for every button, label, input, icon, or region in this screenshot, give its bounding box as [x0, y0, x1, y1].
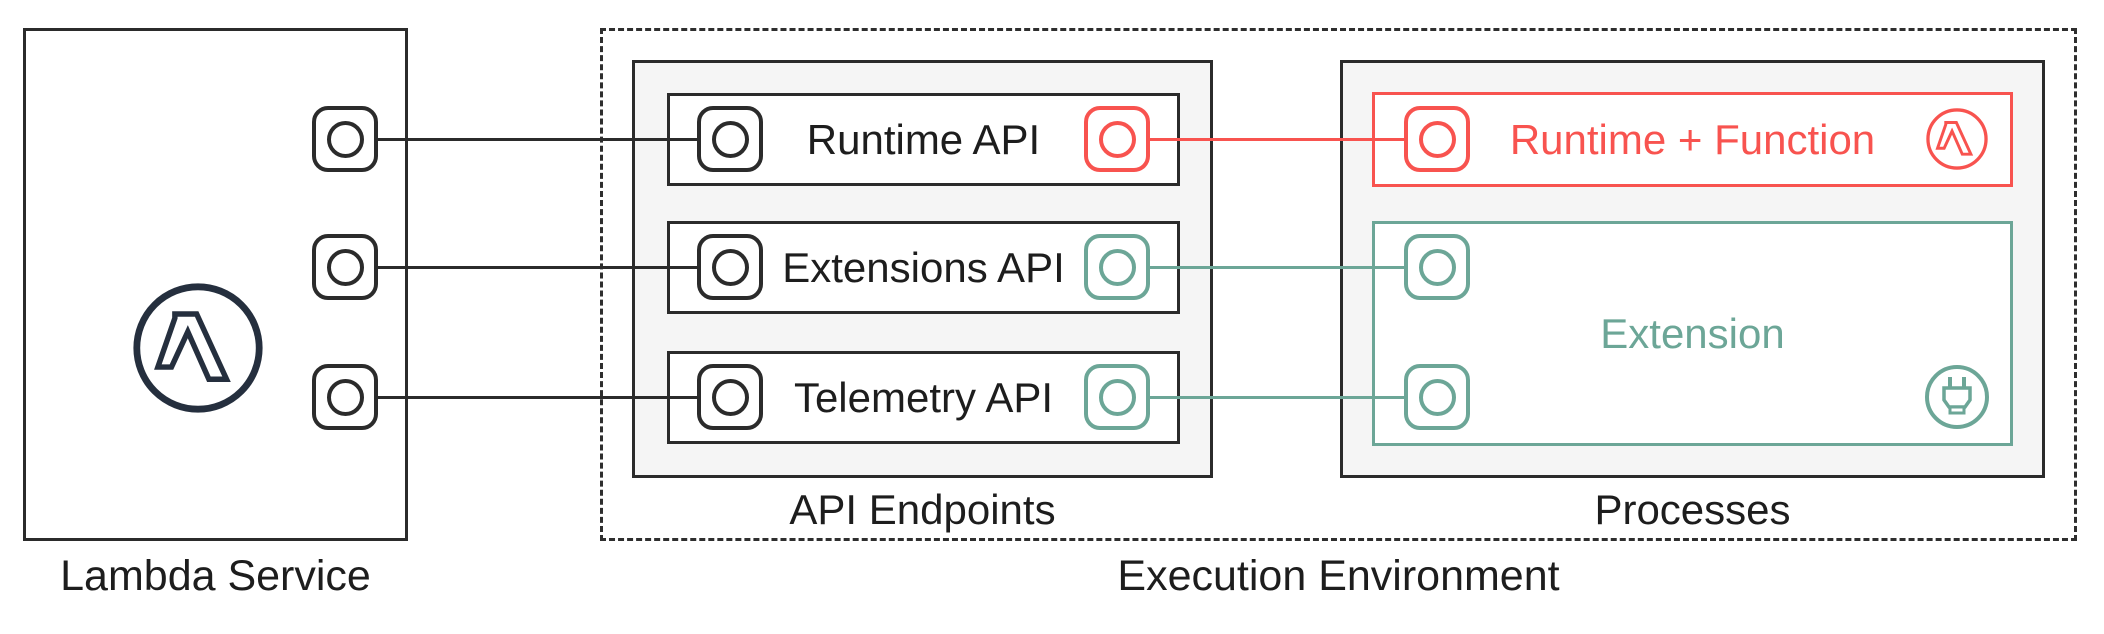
- port-circle: [1418, 378, 1456, 416]
- port-circle: [711, 378, 749, 416]
- runtime-function-label: Runtime + Function: [1509, 115, 1876, 163]
- connector-runtime-api-to-runtime-function: [1116, 138, 1437, 141]
- extensions-api-label: Extensions API: [782, 243, 1065, 291]
- execution-environment-label: Execution Environment: [1117, 552, 1560, 600]
- port-circle: [711, 248, 749, 286]
- runtime-function-box: Runtime + Function: [1372, 92, 2013, 187]
- port-circle: [326, 120, 364, 158]
- lambda-service-port-extensions: [312, 234, 378, 300]
- extension-port-top: [1404, 234, 1470, 300]
- connector-lambda-to-extensions-api: [343, 266, 732, 269]
- telemetry-api-label: Telemetry API: [793, 373, 1054, 421]
- port-circle: [1098, 120, 1136, 158]
- execution-environment-box: [600, 28, 2077, 541]
- port-circle: [326, 378, 364, 416]
- extension-port-bottom: [1404, 364, 1470, 430]
- lambda-service-label: Lambda Service: [60, 552, 371, 600]
- extension-label: Extension: [1600, 309, 1785, 357]
- plug-icon: [1922, 362, 1992, 432]
- lambda-red-icon: [1924, 106, 1990, 172]
- extensions-api-right-port: [1084, 234, 1150, 300]
- runtime-api-right-port: [1084, 106, 1150, 172]
- telemetry-api-left-port: [697, 364, 763, 430]
- port-circle: [1418, 248, 1456, 286]
- lambda-service-port-telemetry: [312, 364, 378, 430]
- port-circle: [1098, 378, 1136, 416]
- port-circle: [1418, 120, 1456, 158]
- processes-label: Processes: [1594, 486, 1791, 533]
- runtime-function-port: [1404, 106, 1470, 172]
- connector-telemetry-api-to-extension: [1116, 396, 1437, 399]
- api-endpoints-label: API Endpoints: [789, 486, 1056, 533]
- extensions-api-left-port: [697, 234, 763, 300]
- connector-lambda-to-runtime-api: [343, 138, 732, 141]
- lambda-service-port-runtime: [312, 106, 378, 172]
- telemetry-api-right-port: [1084, 364, 1150, 430]
- connector-extensions-api-to-extension: [1116, 266, 1437, 269]
- runtime-api-label: Runtime API: [806, 115, 1041, 163]
- port-circle: [1098, 248, 1136, 286]
- connector-lambda-to-telemetry-api: [343, 396, 732, 399]
- runtime-api-left-port: [697, 106, 763, 172]
- port-circle: [326, 248, 364, 286]
- aws-lambda-icon: [130, 280, 266, 416]
- extension-box: Extension: [1372, 221, 2013, 446]
- port-circle: [711, 120, 749, 158]
